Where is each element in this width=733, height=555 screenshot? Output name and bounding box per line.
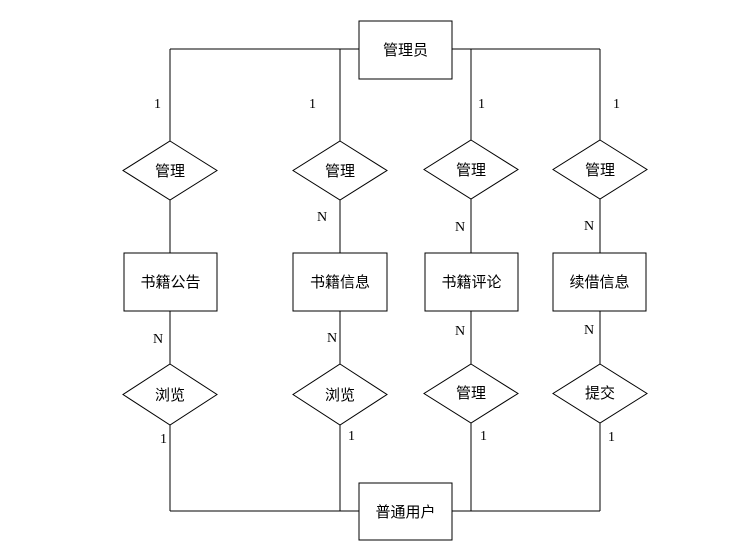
cardinality-admin-renewal: 1 [613, 97, 620, 112]
entity-book-review[interactable]: 书籍评论 [424, 252, 519, 312]
cardinality-book-review-lower: N [455, 324, 465, 339]
cardinality-user-book-review: 1 [480, 429, 487, 444]
cardinality-labels: 1 1 1 1 N N N N N N N 1 1 1 1 [153, 97, 620, 447]
relationship-user-announcement[interactable]: 浏览 [122, 363, 218, 426]
entity-book-info-label: 书籍信息 [310, 273, 370, 291]
entity-announcement-label: 书籍公告 [140, 273, 200, 291]
cardinality-user-book-info: 1 [348, 429, 355, 444]
cardinality-renewal-lower: N [584, 323, 594, 338]
cardinality-admin-book-review: 1 [478, 97, 485, 112]
relationship-admin-book-review-label: 管理 [456, 161, 486, 179]
cardinality-announcement-lower: N [153, 332, 163, 347]
entity-book-review-label: 书籍评论 [441, 273, 501, 291]
entity-book-info[interactable]: 书籍信息 [292, 252, 388, 312]
cardinality-book-review-upper: N [455, 220, 465, 235]
relationship-user-renewal[interactable]: 提交 [552, 363, 648, 424]
cardinality-book-info-upper: N [317, 210, 327, 225]
relationship-user-renewal-label: 提交 [585, 384, 615, 402]
entity-admin[interactable]: 管理员 [358, 20, 453, 80]
relationship-user-book-review-label: 管理 [456, 384, 486, 402]
relationship-user-book-info-label: 浏览 [325, 386, 355, 404]
entity-renewal-info[interactable]: 续借信息 [552, 252, 647, 312]
cardinality-book-info-lower: N [327, 331, 337, 346]
relationship-admin-renewal-label: 管理 [585, 161, 615, 179]
relationship-user-book-review[interactable]: 管理 [423, 363, 519, 424]
connector-lines [169, 48, 601, 512]
cardinality-user-announcement: 1 [160, 432, 167, 447]
entity-renewal-info-label: 续借信息 [569, 273, 629, 291]
entity-admin-label: 管理员 [383, 41, 428, 59]
relationship-admin-book-info-label: 管理 [325, 162, 355, 180]
relationship-admin-book-info[interactable]: 管理 [292, 140, 388, 201]
entity-announcement[interactable]: 书籍公告 [123, 252, 218, 312]
cardinality-renewal-upper: N [584, 219, 594, 234]
entity-user-label: 普通用户 [375, 503, 435, 521]
cardinality-user-renewal: 1 [608, 430, 615, 445]
relationship-admin-announcement-label: 管理 [155, 162, 185, 180]
relationship-admin-book-review[interactable]: 管理 [423, 139, 519, 200]
relationship-admin-renewal[interactable]: 管理 [552, 139, 648, 200]
cardinality-admin-book-info: 1 [309, 97, 316, 112]
cardinality-admin-announcement: 1 [154, 97, 161, 112]
relationship-admin-announcement[interactable]: 管理 [122, 140, 218, 201]
relationship-user-announcement-label: 浏览 [155, 386, 185, 404]
entity-user[interactable]: 普通用户 [358, 482, 453, 541]
relationship-user-book-info[interactable]: 浏览 [292, 363, 388, 426]
